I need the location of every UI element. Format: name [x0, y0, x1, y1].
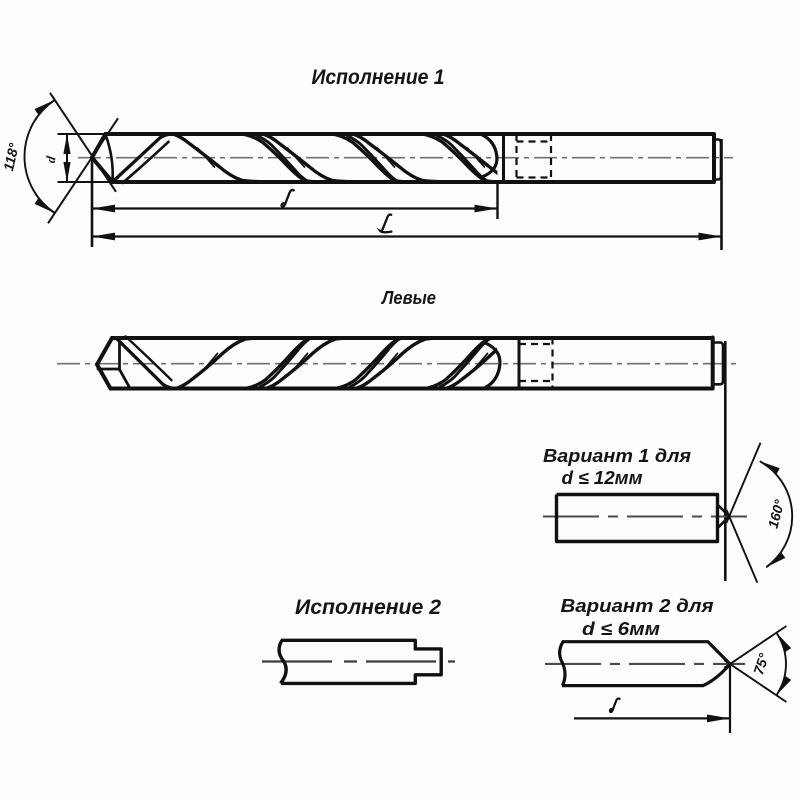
svg-text:d ≤ 6мм: d ≤ 6мм	[582, 619, 660, 639]
svg-text:d ≤ 12мм: d ≤ 12мм	[562, 468, 643, 488]
svg-text:160°: 160°	[765, 498, 788, 530]
svg-text:118°: 118°	[0, 141, 22, 172]
svg-text:d: d	[43, 155, 59, 164]
svg-text:Вариант 1 для: Вариант 1 для	[543, 446, 691, 466]
svg-text:Вариант 2 для: Вариант 2 для	[561, 596, 714, 616]
svg-text:Исполнение 1: Исполнение 1	[312, 66, 445, 89]
svg-text:Исполнение 2: Исполнение 2	[295, 596, 441, 619]
svg-text:75°: 75°	[750, 651, 772, 676]
svg-text:Левые: Левые	[380, 288, 436, 308]
